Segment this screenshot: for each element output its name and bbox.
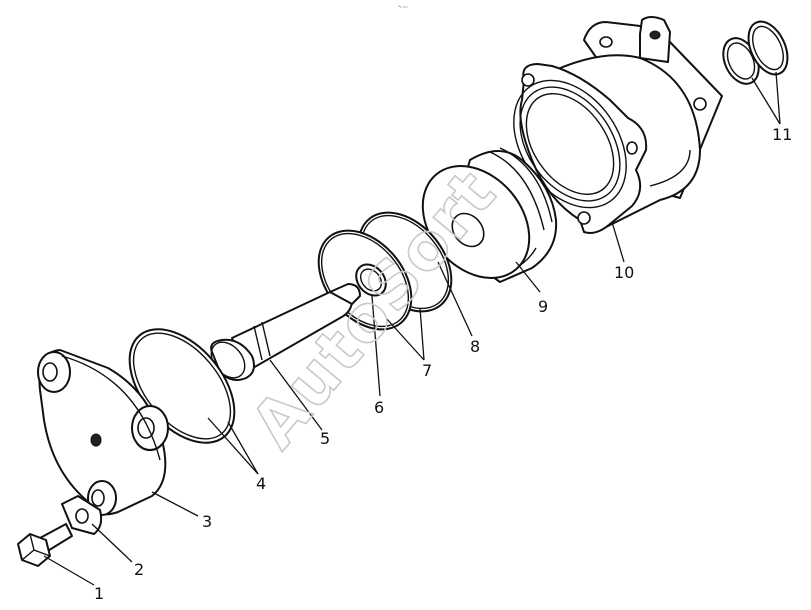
callout-3: 3 — [202, 512, 212, 531]
part-6-ring — [355, 263, 387, 297]
part-1-bolt — [17, 523, 73, 567]
part-11-rings — [722, 20, 789, 85]
part-3-end-cover — [37, 349, 169, 516]
leader-7b — [419, 307, 425, 361]
callout-10: 10 — [614, 263, 634, 282]
callout-4: 4 — [256, 474, 266, 493]
callout-11: 11 — [772, 125, 792, 144]
callout-7: 7 — [422, 361, 432, 380]
callout-6: 6 — [374, 398, 384, 417]
leader-7a — [385, 317, 425, 361]
part-5-shaft — [210, 283, 361, 381]
top-mark: °ᵃ ᵒᵒᵒ — [398, 5, 408, 10]
leader-8 — [437, 261, 473, 337]
part-10-housing — [513, 16, 723, 234]
leader-lines — [43, 71, 781, 586]
leader-5 — [269, 359, 323, 431]
callout-1: 1 — [94, 584, 104, 603]
callout-8: 8 — [470, 337, 480, 356]
part-9-piston — [421, 147, 558, 283]
part-2-washer — [61, 495, 103, 535]
leader-11a — [751, 77, 781, 125]
leader-10 — [611, 221, 625, 263]
callout-5: 5 — [320, 429, 330, 448]
callout-9: 9 — [538, 297, 548, 316]
callout-2: 2 — [134, 560, 144, 579]
leader-1 — [43, 555, 95, 586]
leader-2 — [91, 523, 133, 563]
callouts: 1 2 3 4 5 6 7 8 9 10 11 — [94, 125, 792, 603]
leader-4a — [207, 417, 259, 475]
leader-9 — [515, 261, 541, 293]
leader-4b — [227, 421, 259, 475]
leader-3 — [151, 491, 199, 517]
leader-6 — [371, 295, 381, 397]
leader-11b — [775, 71, 781, 125]
